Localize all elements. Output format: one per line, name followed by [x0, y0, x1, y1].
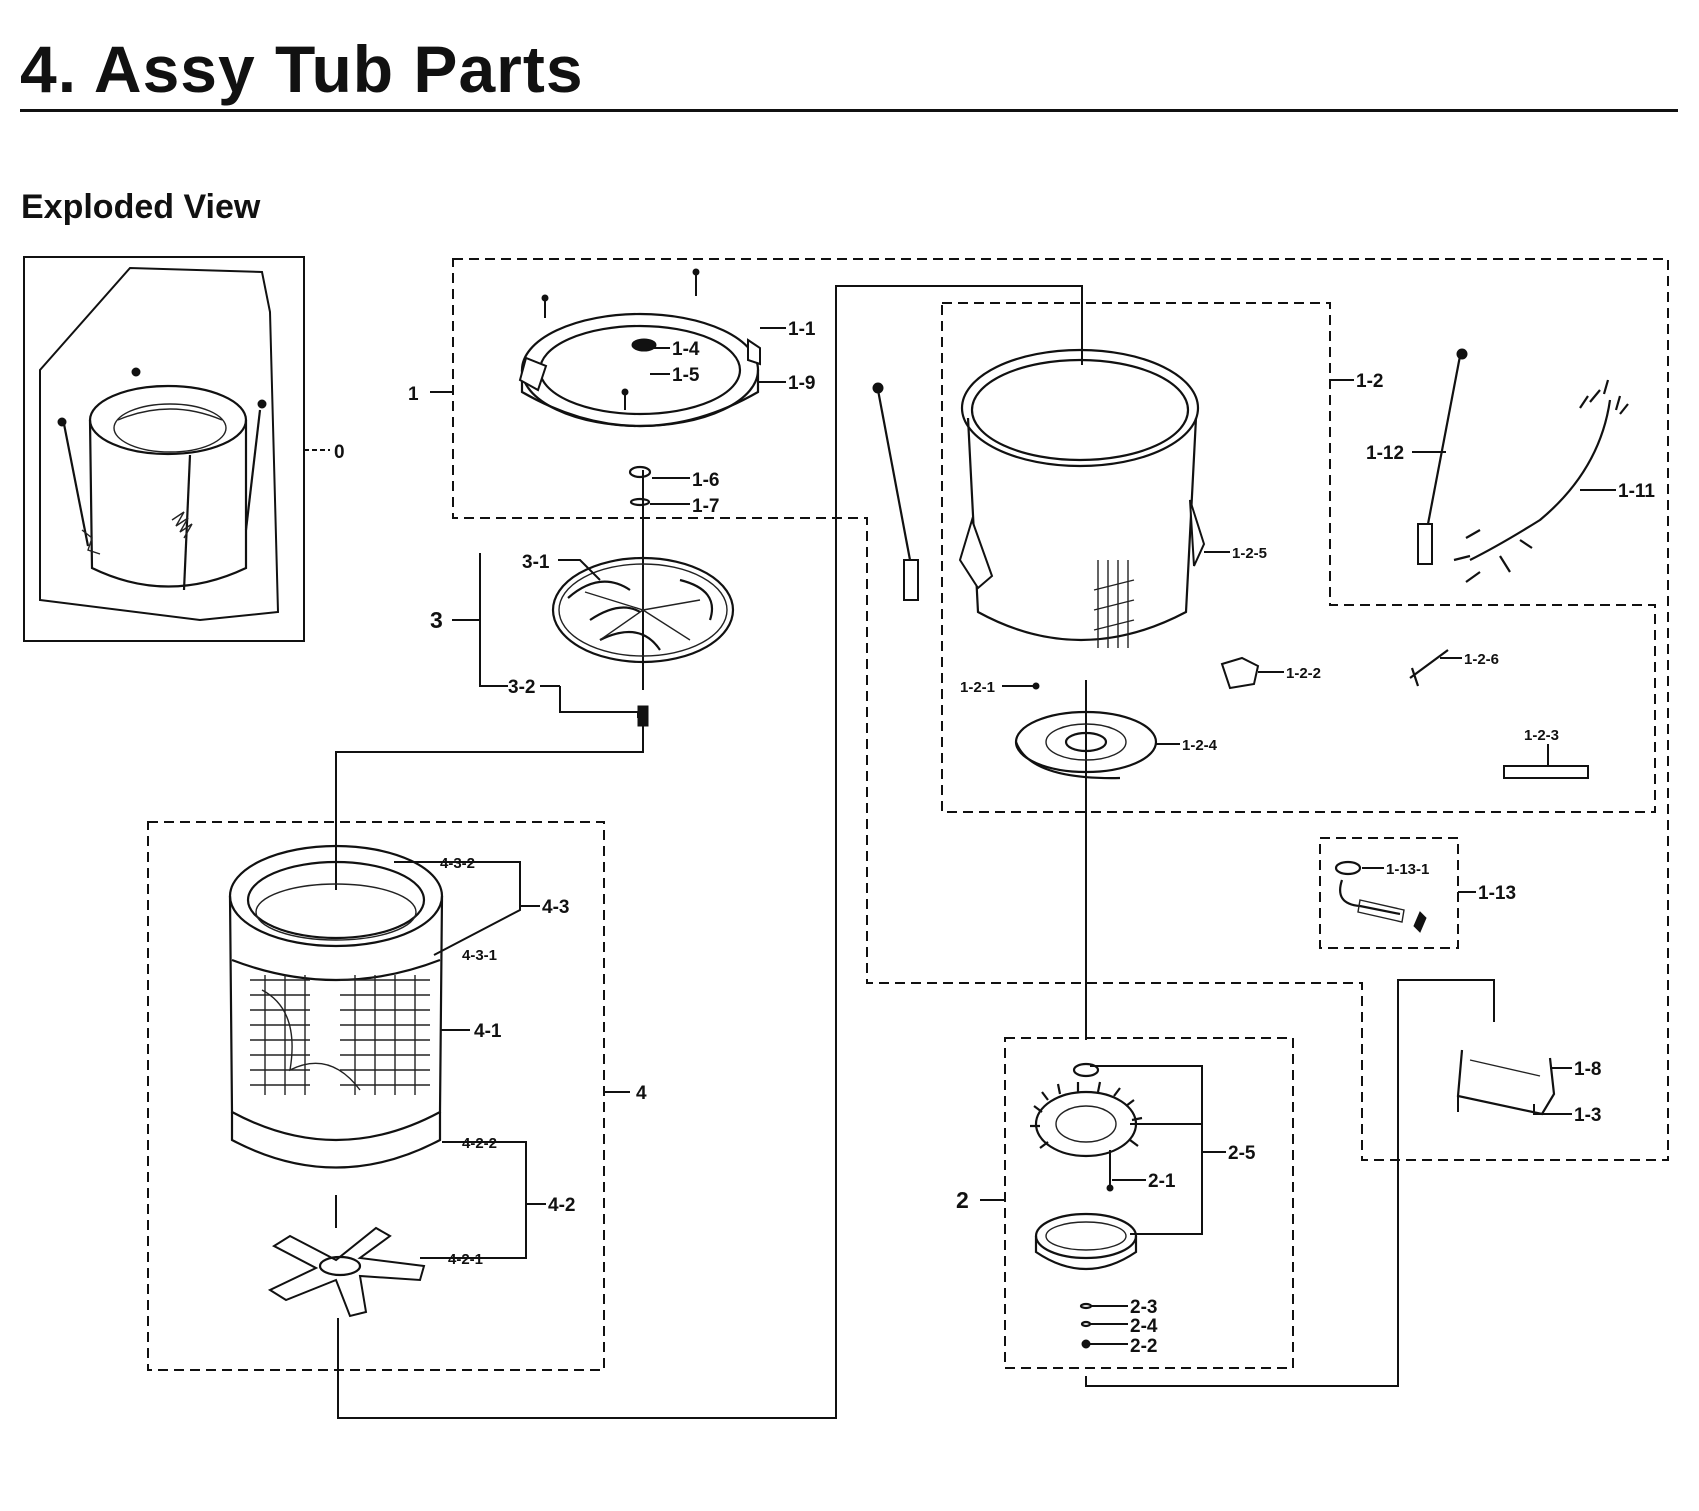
label-1-8: 1-8 — [1574, 1059, 1601, 1080]
group-4-outline — [147, 821, 605, 1371]
label-1-13-1: 1-13-1 — [1386, 861, 1429, 878]
label-1-6: 1-6 — [692, 470, 719, 491]
label-2-4: 2-4 — [1130, 1316, 1158, 1337]
label-1-4: 1-4 — [672, 339, 700, 360]
label-2-1: 2-1 — [1148, 1171, 1176, 1192]
label-2-2: 2-2 — [1130, 1336, 1157, 1357]
part-labels: 0 1 1-1 1-4 1-5 1-9 1-6 1-7 1-2 1-12 1-1… — [334, 319, 1655, 1357]
label-1-7: 1-7 — [692, 496, 719, 517]
group-1-2-outline — [941, 302, 1656, 813]
page-title: 4. Assy Tub Parts — [20, 32, 584, 106]
label-1-13: 1-13 — [1478, 883, 1516, 904]
label-4-2-2: 4-2-2 — [462, 1135, 497, 1152]
basket-part — [228, 844, 444, 1318]
outer-tub-part — [958, 348, 1589, 780]
label-3: 3 — [430, 607, 443, 633]
bracket-part — [1456, 1049, 1556, 1116]
label-1-11: 1-11 — [1618, 481, 1655, 502]
label-2-5: 2-5 — [1228, 1143, 1256, 1164]
label-1-2: 1-2 — [1356, 371, 1383, 392]
label-4-3-1: 4-3-1 — [462, 947, 497, 964]
suspension-rods — [872, 348, 1468, 601]
label-1-2-6: 1-2-6 — [1464, 651, 1499, 668]
label-2-3: 2-3 — [1130, 1297, 1157, 1318]
label-1-3: 1-3 — [1574, 1105, 1601, 1126]
label-3-2: 3-2 — [508, 677, 535, 698]
label-1-2-4: 1-2-4 — [1182, 737, 1218, 754]
title-rule — [20, 109, 1678, 112]
label-1-2-3: 1-2-3 — [1524, 727, 1559, 744]
label-1: 1 — [408, 384, 419, 405]
label-2: 2 — [956, 1187, 969, 1213]
label-3-1: 3-1 — [522, 552, 550, 573]
label-4-3-2: 4-3-2 — [440, 855, 475, 872]
drain-hose-part — [1334, 860, 1427, 933]
label-1-1: 1-1 — [788, 319, 816, 340]
label-4-2-1: 4-2-1 — [448, 1251, 483, 1268]
group-1-outline — [452, 258, 1669, 1161]
label-4-1: 4-1 — [474, 1021, 502, 1042]
section-title: Exploded View — [21, 188, 261, 226]
label-4-3: 4-3 — [542, 897, 569, 918]
label-1-2-1: 1-2-1 — [960, 679, 995, 696]
label-4: 4 — [636, 1083, 647, 1104]
wire-harness-part — [1453, 379, 1629, 583]
assembly-overview — [23, 256, 330, 642]
label-1-5: 1-5 — [672, 365, 700, 386]
label-1-2-5: 1-2-5 — [1232, 545, 1267, 562]
label-1-9: 1-9 — [788, 373, 815, 394]
tub-cover-part — [518, 268, 761, 507]
label-1-12: 1-12 — [1366, 443, 1404, 464]
group-2-outline — [1004, 1037, 1294, 1369]
label-1-2-2: 1-2-2 — [1286, 665, 1321, 682]
leader-lines — [394, 327, 1616, 1345]
label-4-2: 4-2 — [548, 1195, 575, 1216]
connector-lines — [335, 285, 1495, 1419]
pulsator-part — [551, 556, 735, 727]
label-0: 0 — [334, 442, 345, 463]
